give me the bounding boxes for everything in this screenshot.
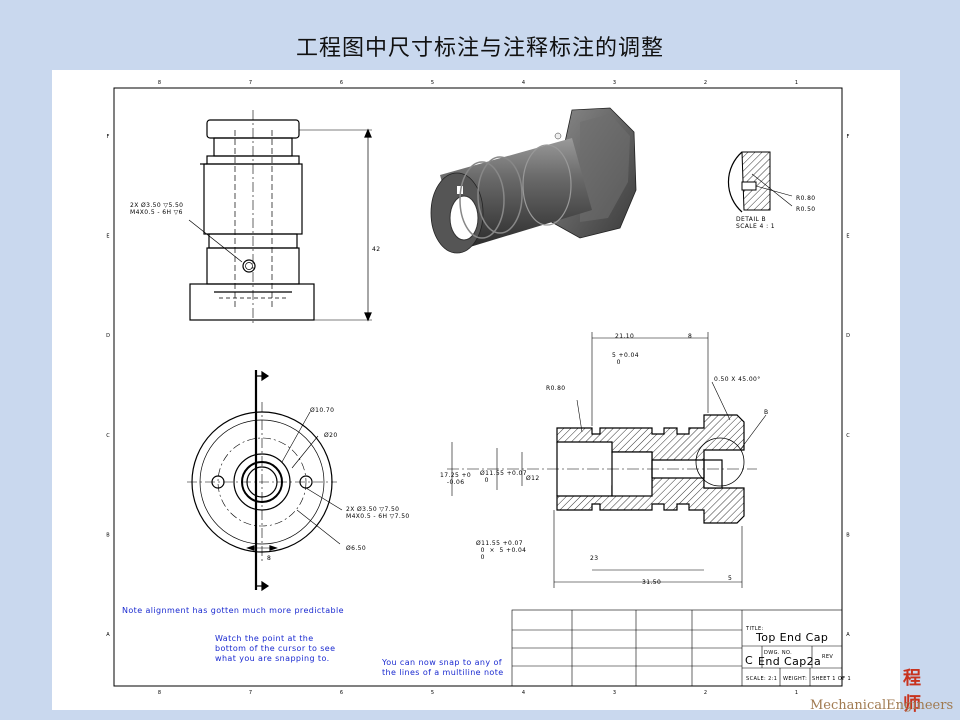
dim-len-23: 23 (590, 555, 599, 562)
side-view-leaders (281, 411, 343, 545)
dim-len-8: 8 (688, 333, 693, 340)
border-label-col-bottom: 4 (522, 690, 525, 696)
border-label-row-right: C (846, 433, 850, 439)
dim-r080-section: R0.80 (546, 385, 566, 392)
note-watch-cursor: Watch the point at the bottom of the cur… (215, 634, 336, 663)
watermark-logo-chars: 程 师 (903, 668, 929, 715)
dim-dia-10-70: Ø10.70 (310, 407, 335, 414)
border-label-row-right: D (846, 333, 850, 339)
detail-b-label: DETAIL B SCALE 4 : 1 (736, 216, 776, 230)
leader-hole-top (188, 219, 243, 263)
dim-dia-11-55: Ø11.55 +0.07 0 (480, 470, 527, 484)
front-view (189, 110, 372, 325)
detail-b-view (727, 151, 793, 213)
border-label-col-bottom: 3 (613, 690, 616, 696)
dim-side-8: 8 (267, 555, 272, 562)
border-label-col-bottom: 1 (795, 690, 798, 696)
border-label-col-bottom: 6 (340, 690, 343, 696)
section-dimension-lines (451, 332, 743, 588)
border-label-row-right: E (846, 234, 849, 240)
dim-dia-17: 17.25 +0 -0.06 (440, 472, 472, 486)
dim-r050-detail: R0.50 (796, 206, 816, 213)
title-block-scale: SCALE: 2:1 (746, 676, 778, 682)
border-label-col-top: 8 (158, 80, 161, 86)
marker-b: B (764, 409, 769, 416)
border-label-col-top: 4 (522, 80, 525, 86)
border-label-row-left: F (107, 134, 110, 140)
border-label-row-left: E (106, 234, 109, 240)
note-alignment: Note alignment has gotten much more pred… (122, 606, 344, 615)
border-label-col-top: 6 (340, 80, 343, 86)
dim-callout-hole-side: 2X Ø3.50 ▽7.50 M4X0.5 - 6H ▽7.50 (346, 506, 410, 520)
title-block-title-label: TITLE: (746, 626, 764, 632)
border-label-col-top: 1 (795, 80, 798, 86)
dim-dia-20: Ø20 (324, 432, 338, 439)
border-label-col-top: 5 (431, 80, 434, 86)
border-label-row-left: A (106, 632, 110, 638)
side-view (187, 370, 337, 592)
sheet-border (113, 87, 843, 687)
border-label-row-left: C (106, 433, 110, 439)
note-multiline-snap: You can now snap to any of the lines of … (382, 658, 504, 677)
dim-overall-height: 42 (372, 246, 381, 253)
border-label-col-bottom: 7 (249, 690, 252, 696)
title-block-dwg-no-label: DWG. NO. (764, 650, 793, 656)
border-label-row-left: D (106, 333, 110, 339)
border-label-col-bottom: 5 (431, 690, 434, 696)
dim-dia-6-50: Ø6.50 (346, 545, 367, 552)
title-block-sheet: SHEET 1 OF 1 (812, 676, 852, 682)
dim-r080-detail: R0.80 (796, 195, 816, 202)
border-label-col-top: 3 (613, 80, 616, 86)
dim-callout-hole-top: 2X Ø3.50 ▽5.50 M4X0.5 - 6H ▽6 (130, 202, 184, 216)
border-label-row-right: F (847, 134, 850, 140)
title-block-title: Top End Cap (756, 631, 829, 644)
title-block-dwg-no: End Cap2a (758, 655, 822, 668)
border-label-col-bottom: 2 (704, 690, 707, 696)
title-block-size: C (745, 654, 754, 667)
border-label-col-top: 7 (249, 80, 252, 86)
dim-dia-12: Ø12 (526, 475, 540, 482)
slide-title: 工程图中尺寸标注与注释标注的调整 (295, 36, 664, 61)
isometric-view (430, 107, 637, 254)
watermark-logo-text: MechanicalEngineers (810, 698, 954, 713)
dim-bottom-callout: Ø11.55 +0.07 0 × 5 +0.04 0 (476, 540, 527, 561)
border-label-row-right: B (846, 533, 850, 539)
dim-chamfer: 0.50 X 45.00° (714, 376, 761, 383)
title-block-grid (511, 609, 843, 687)
border-label-col-bottom: 8 (158, 690, 161, 696)
dim-len-5: 5 (728, 575, 733, 582)
dim-tol-5: 5 +0.04 0 (612, 352, 639, 366)
dim-len-21-10: 21.10 (615, 333, 635, 340)
border-label-row-left: B (106, 533, 110, 539)
title-block-weight: WEIGHT: (783, 676, 808, 682)
title-block-rev-label: REV (822, 654, 834, 660)
border-label-col-top: 2 (704, 80, 707, 86)
section-view (447, 414, 757, 524)
detail-b-circle (695, 437, 745, 487)
border-label-row-right: A (846, 632, 850, 638)
dim-len-31-50: 31.50 (642, 579, 662, 586)
